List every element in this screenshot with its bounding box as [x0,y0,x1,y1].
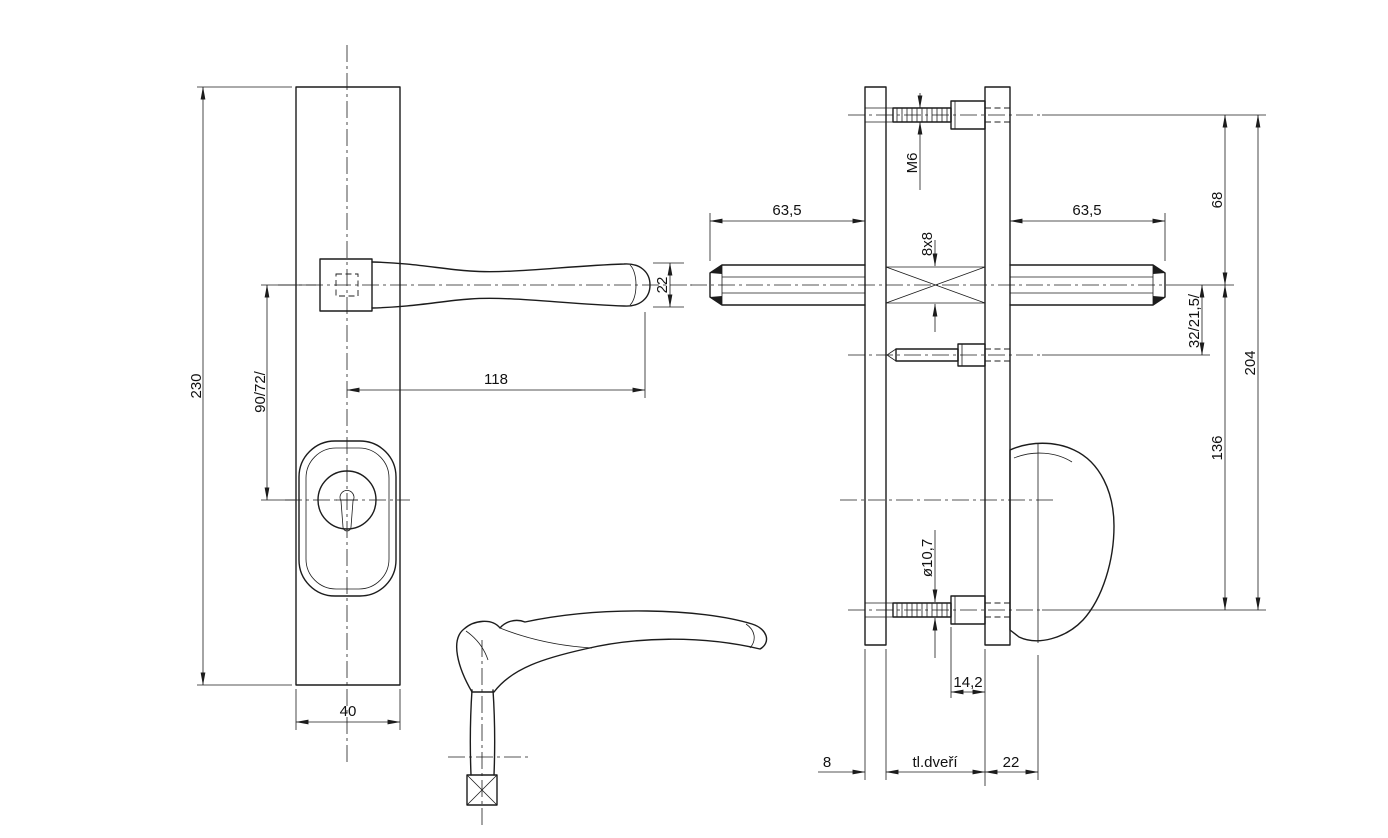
cylinder-escutcheon-outer [298,440,397,597]
dim-square: 8x8 [919,232,938,332]
bottom-screw-thread [896,603,948,617]
dim-label-lever-length: 118 [484,371,508,388]
cylinder-escutcheon-inner [305,447,390,590]
handle-hub [319,258,373,312]
top-screw-hidden [985,107,1010,123]
cylinder-face [317,470,377,530]
spindle-through-door-cross [885,266,986,304]
top-screw-head [950,100,986,130]
dim-label-handle-to-cylinder: 90/72/ [252,370,269,413]
handle-profile-view [448,610,768,826]
dim-label-screw-span: 204 [1242,350,1259,375]
dim-label-thread: M6 [904,153,921,174]
dim-handle-to-cylinder: 90/72/ [252,284,316,501]
bottom-screw-head [950,595,986,625]
dim-lever-length: 118 [346,312,646,398]
keyhole [339,489,355,532]
spindle-square-end [466,774,498,806]
outer-plate [864,86,887,646]
dim-screw-dia: ø10,7 [919,530,938,658]
spindle-left-bar [709,264,866,306]
spindle-right-chamfer [1153,265,1165,305]
dim-label-plate-thickness: 8 [823,754,831,771]
dim-label-spindle-to-mid-screw: 32/21,5/ [1186,293,1203,348]
dim-label-outer-depth: 22 [1003,754,1020,771]
extension-lines [864,649,1039,786]
extension-lines [197,86,292,686]
dim-label-lever-width: 22 [654,277,671,294]
dim-lever-width: 22 [653,262,684,308]
grip-surface-lines [465,623,755,661]
dim-plate-height: 230 [188,86,292,686]
dim-plate-width: 40 [295,689,401,730]
dim-label-spindle-right: 63,5 [1072,202,1101,219]
dim-label-spindle-to-bottom-screw: 136 [1209,435,1226,460]
dim-spindle-left: 63,5 [709,202,866,261]
spindle-square-cross [466,774,498,806]
middle-screw-detail [886,344,963,366]
dim-thread: M6 [904,93,923,190]
handle-neck [469,689,496,776]
inner-plate [984,86,1011,646]
dim-head-length: 14,2 [950,627,986,698]
spindle [709,264,1166,306]
dim-label-screw-dia: ø10,7 [919,539,936,577]
backplate-outline [295,86,401,686]
spindle-right-bar [1009,264,1166,306]
dim-label-plate-width: 40 [340,703,357,720]
lever-outline [371,261,651,309]
section-grip-detail [1013,444,1073,643]
dim-label-top-screw-to-spindle: 68 [1209,192,1226,209]
dim-label-spindle-left: 63,5 [772,202,801,219]
spindle-left-chamfer [710,265,722,305]
dim-label-door-thickness: tl.dveří [912,754,958,771]
middle-screw-hidden [985,348,1010,362]
bottom-screw [865,595,1010,625]
dim-label-square: 8x8 [919,232,936,256]
top-screw-detail [865,101,956,129]
bottom-screw-hidden [985,602,1010,618]
section-grip-outline [1009,442,1115,642]
dim-label-plate-height: 230 [188,373,205,398]
section-grip [1009,442,1115,643]
section-view: 63,5 63,5 M6 8x8 ø10,7 14 [690,86,1266,786]
lever-end-detail [629,264,637,306]
front-view: 230 90/72/ 118 22 40 [188,45,692,762]
top-screw-thread [896,108,948,122]
grip-outline [456,610,768,693]
extension-lines [1042,114,1266,611]
bottom-screw-detail [865,596,956,624]
bottom-dimension-chain: 8 tl.dveří 22 [818,649,1039,786]
dim-spindle-right: 63,5 [1009,202,1166,261]
middle-screw [886,343,1010,367]
middle-screw-head [957,343,986,367]
right-dimension-chain: 32/21,5/ 68 136 204 [1042,114,1266,611]
dim-label-head-length: 14,2 [953,674,982,691]
spindle-hole-hidden [335,273,359,297]
